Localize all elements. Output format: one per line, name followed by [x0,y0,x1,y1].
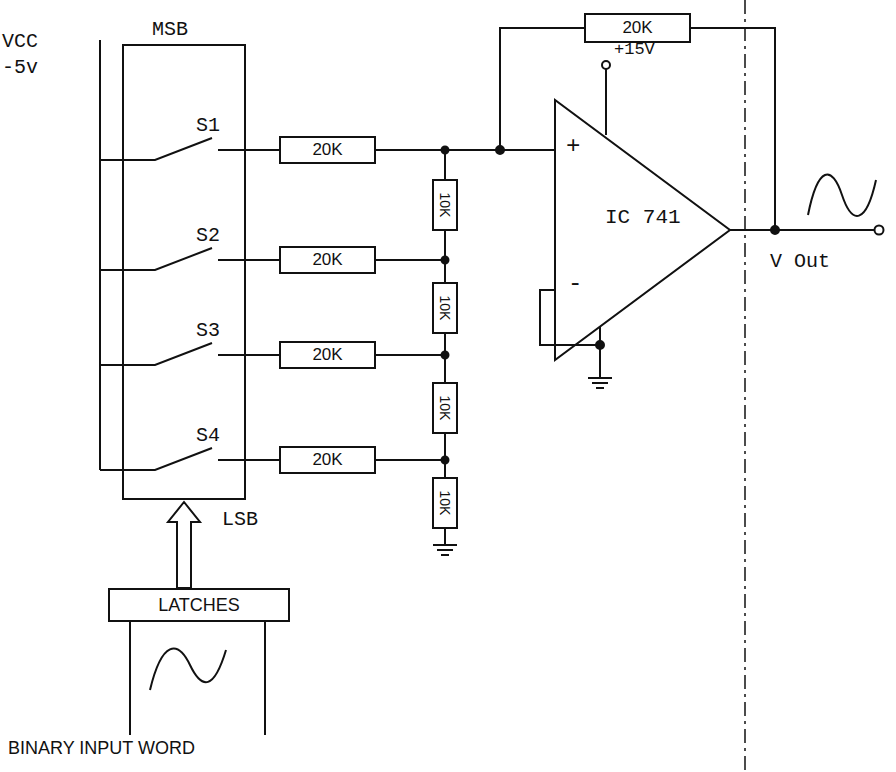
resistor-value: 10K [437,296,453,321]
switch-label: S2 [196,224,220,247]
ladder-wires [375,150,555,460]
resistor-value: 20K [312,250,342,270]
resistor-value-box: 10K [433,383,457,433]
opamp-symbol [555,100,730,360]
supply-voltage: +15V [614,40,655,59]
latch-label: LATCHES [158,595,240,616]
resistor-value-box: 20K [280,447,375,473]
resistor-value-box: 10K [433,478,457,528]
switch-label: S4 [196,424,220,447]
resistor-value-box: 10K [433,283,457,333]
resistor-value: 20K [312,345,342,365]
resistor-value: 10K [437,396,453,421]
ground-symbol [588,378,612,388]
resistor-symbol [585,14,690,42]
input-bus-wires [130,622,265,735]
resistor-value: 20K [312,450,342,470]
pin-sign: + [566,133,580,160]
resistor-symbols [280,137,375,473]
resistor-value: 20K [622,18,652,38]
sine-wave [808,175,876,216]
sine-wave [150,649,226,690]
ground-symbol [433,545,457,555]
resistor-symbols [433,180,457,528]
resistor-value-box: 20K [280,137,375,163]
bus-arrow [168,502,200,588]
resistor-value: 10K [437,193,453,218]
output-terminal [875,226,884,235]
switch-box: MSBS1S2S3S4 [122,44,246,500]
switch-label: S1 [196,114,220,137]
resistor-value-box: 20K [280,247,375,273]
supply-wire [605,69,607,135]
pin-sign: - [568,270,582,297]
vcc-rail [99,40,101,470]
caption-label: BINARY INPUT WORD [8,738,195,759]
switch-symbols [100,138,280,470]
bit-label: MSB [152,18,188,41]
inverting-wire [540,290,600,378]
part-number: IC 741 [605,206,681,229]
supply-terminal [602,61,610,69]
boundary-line [744,0,746,772]
output-wire [730,229,874,231]
bit-label: LSB [222,508,258,531]
supply-label: VCC [2,30,38,53]
latch-box: LATCHES [108,588,290,622]
feedback-wire [500,28,775,230]
switch-label: S3 [196,319,220,342]
resistor-value: 20K [312,140,342,160]
resistor-value-box: 10K [433,180,457,230]
supply-voltage: -5v [2,56,38,79]
resistor-value: 10K [437,491,453,516]
resistor-value-box: 20K [585,14,690,42]
signal-name: V Out [770,250,830,273]
resistor-value-box: 20K [280,342,375,368]
